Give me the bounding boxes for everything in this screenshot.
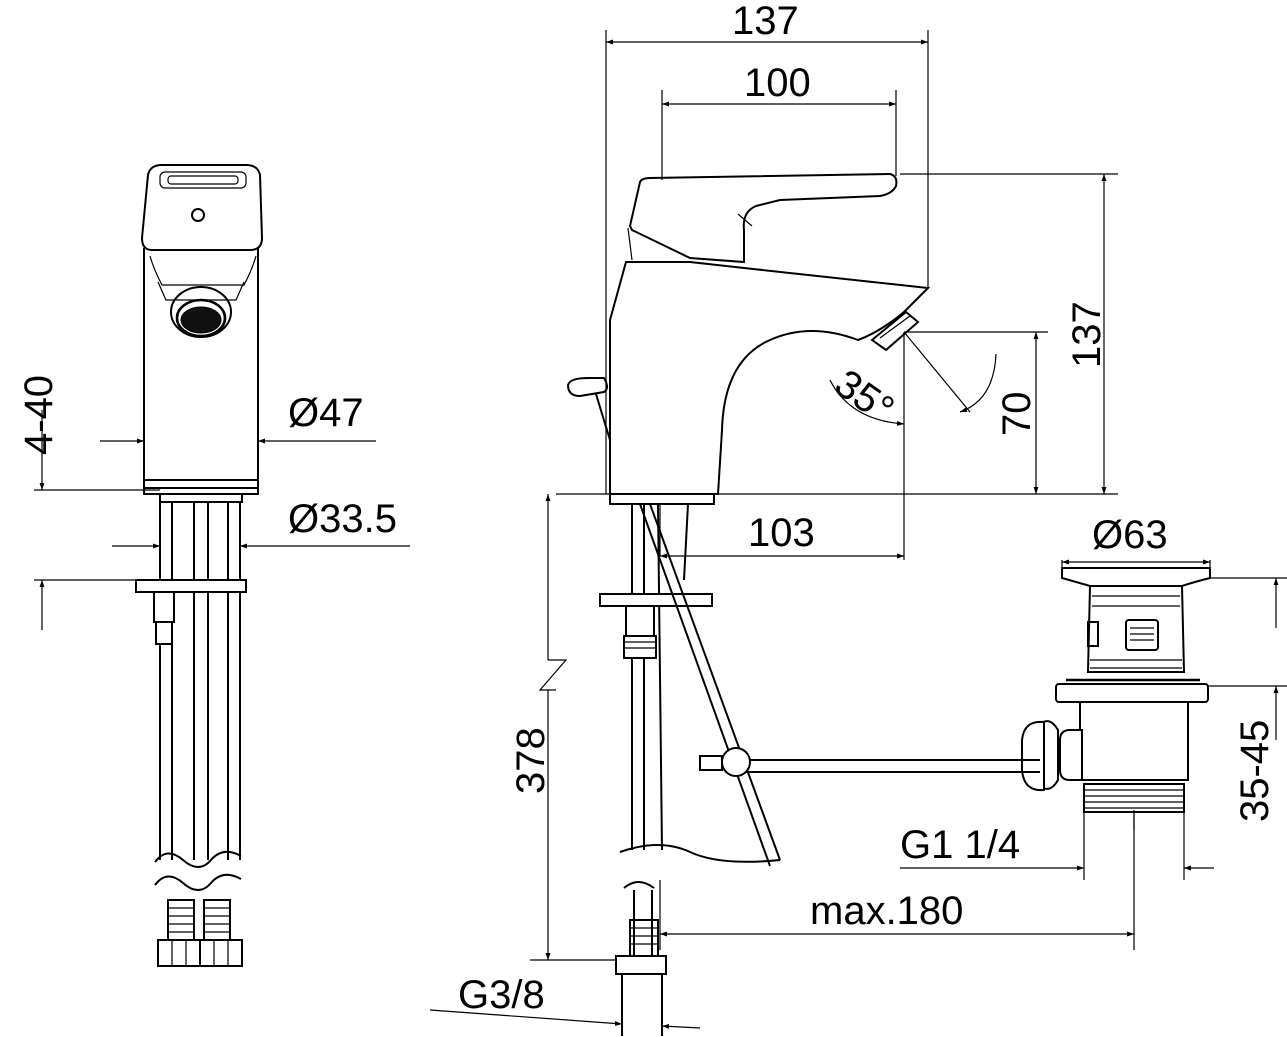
front-body [143,248,259,489]
waste-assembly [699,567,1211,830]
body-diameter-label: Ø47 [288,391,364,435]
side-lever [628,172,898,264]
spout-height-label: 70 [995,392,1039,437]
waste-diameter-label: Ø63 [1092,513,1168,557]
lever-angle-label: 35° [827,361,902,432]
shank-diameter-label: Ø33.5 [288,497,397,541]
front-lever [140,164,264,251]
waste-connection-label: G1 1/4 [900,823,1020,867]
rod-clamp [721,747,751,777]
popup-knob [566,377,608,398]
spout-reach-label: 103 [748,511,815,555]
front-mount-plate [135,579,247,593]
front-lever-dot [191,208,205,222]
front-dimensions: 4-40 Ø47 Ø33.5 [17,375,410,630]
waste-distance-label: max.180 [810,889,963,933]
front-nuts [157,939,243,967]
waste-plug-body [1086,585,1186,673]
side-base [609,493,715,505]
lever-width-label: 100 [744,61,811,105]
front-hoses [159,502,241,860]
waste-rod [736,759,1040,773]
front-lever-slot [159,171,247,189]
side-hose-nut [615,955,667,975]
side-aerator [870,310,920,352]
side-view [566,172,931,1036]
waste-washer [1055,683,1209,703]
waste-dimensions: Ø63 35-45 G1 1/4 [900,513,1287,880]
hose-length-label: 378 [509,727,553,794]
side-dimensions: 137 100 137 70 35° 103 378 [429,0,1135,1029]
overall-width-label: 137 [732,0,799,43]
side-shank [631,503,663,851]
waste-flange [1061,567,1211,587]
hose-connection-label: G3/8 [458,973,545,1017]
side-body [609,261,931,495]
side-mount-plate [599,593,713,607]
overall-height-label: 137 [1065,301,1109,368]
waste-deck-range-label: 35-45 [1233,720,1277,822]
waste-body [1079,702,1189,781]
side-pull-rod [639,503,781,867]
front-hose-end-left [167,899,195,941]
front-view [135,164,264,967]
deck-thickness-label: 4-40 [17,375,61,455]
front-hose-end-right [203,899,231,941]
